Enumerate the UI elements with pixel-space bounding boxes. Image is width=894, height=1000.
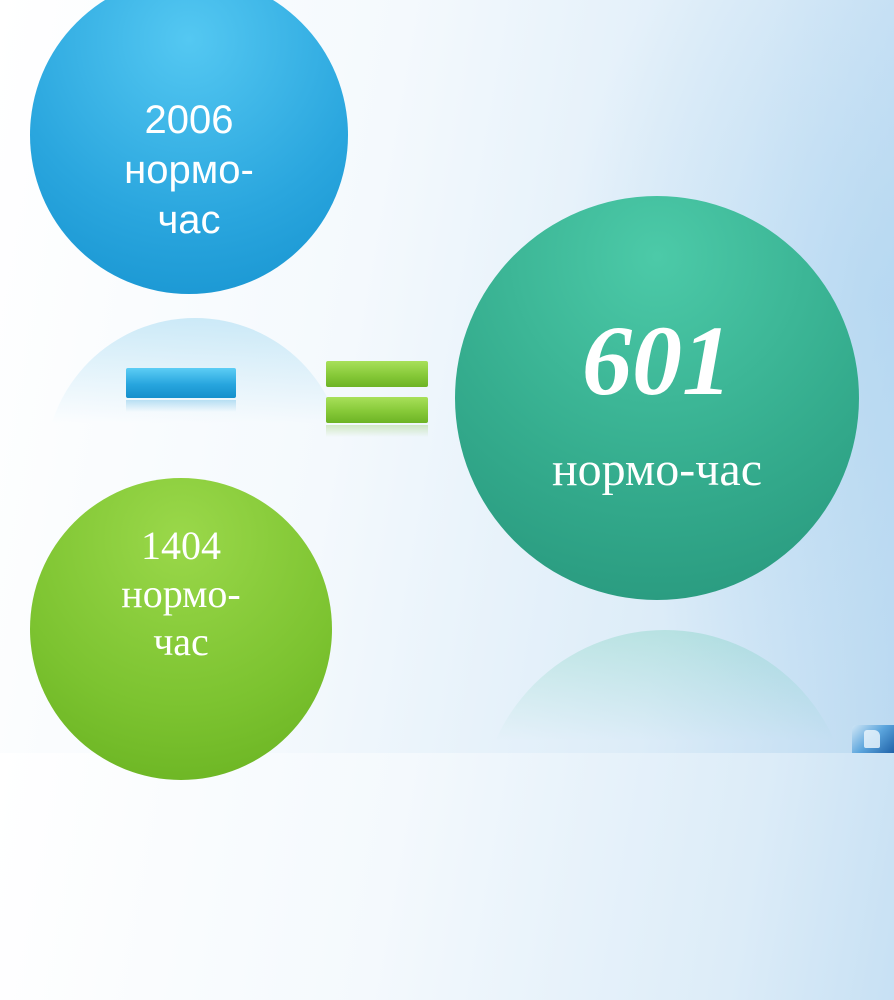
minuend-number: 2006 — [144, 98, 234, 142]
minuend-text: 2006 нормо- час — [124, 25, 254, 245]
equals-sign-top-bar — [326, 361, 428, 387]
result-circle: 601 нормо-час — [455, 196, 859, 600]
minuend-unit-line1: нормо- — [124, 148, 254, 192]
equals-sign-bottom-bar — [326, 397, 428, 423]
minus-sign-reflection — [126, 400, 236, 412]
subtrahend-text: 1404 нормо- час — [121, 522, 240, 736]
slide-logo-shape — [864, 730, 880, 748]
minus-sign — [126, 368, 236, 398]
minuend-unit-line2: час — [157, 198, 221, 242]
subtrahend-circle: 1404 нормо- час — [30, 478, 332, 780]
subtrahend-unit-line2: час — [153, 619, 209, 664]
slide-logo-icon — [852, 725, 894, 753]
minuend-circle: 2006 нормо- час — [30, 0, 348, 294]
result-circle-reflection — [480, 630, 850, 1000]
subtrahend-unit-line1: нормо- — [121, 571, 241, 616]
result-unit: нормо-час — [551, 443, 763, 496]
equals-sign-reflection — [326, 425, 428, 437]
subtrahend-number: 1404 — [141, 523, 221, 568]
result-number: 601 — [582, 305, 732, 416]
